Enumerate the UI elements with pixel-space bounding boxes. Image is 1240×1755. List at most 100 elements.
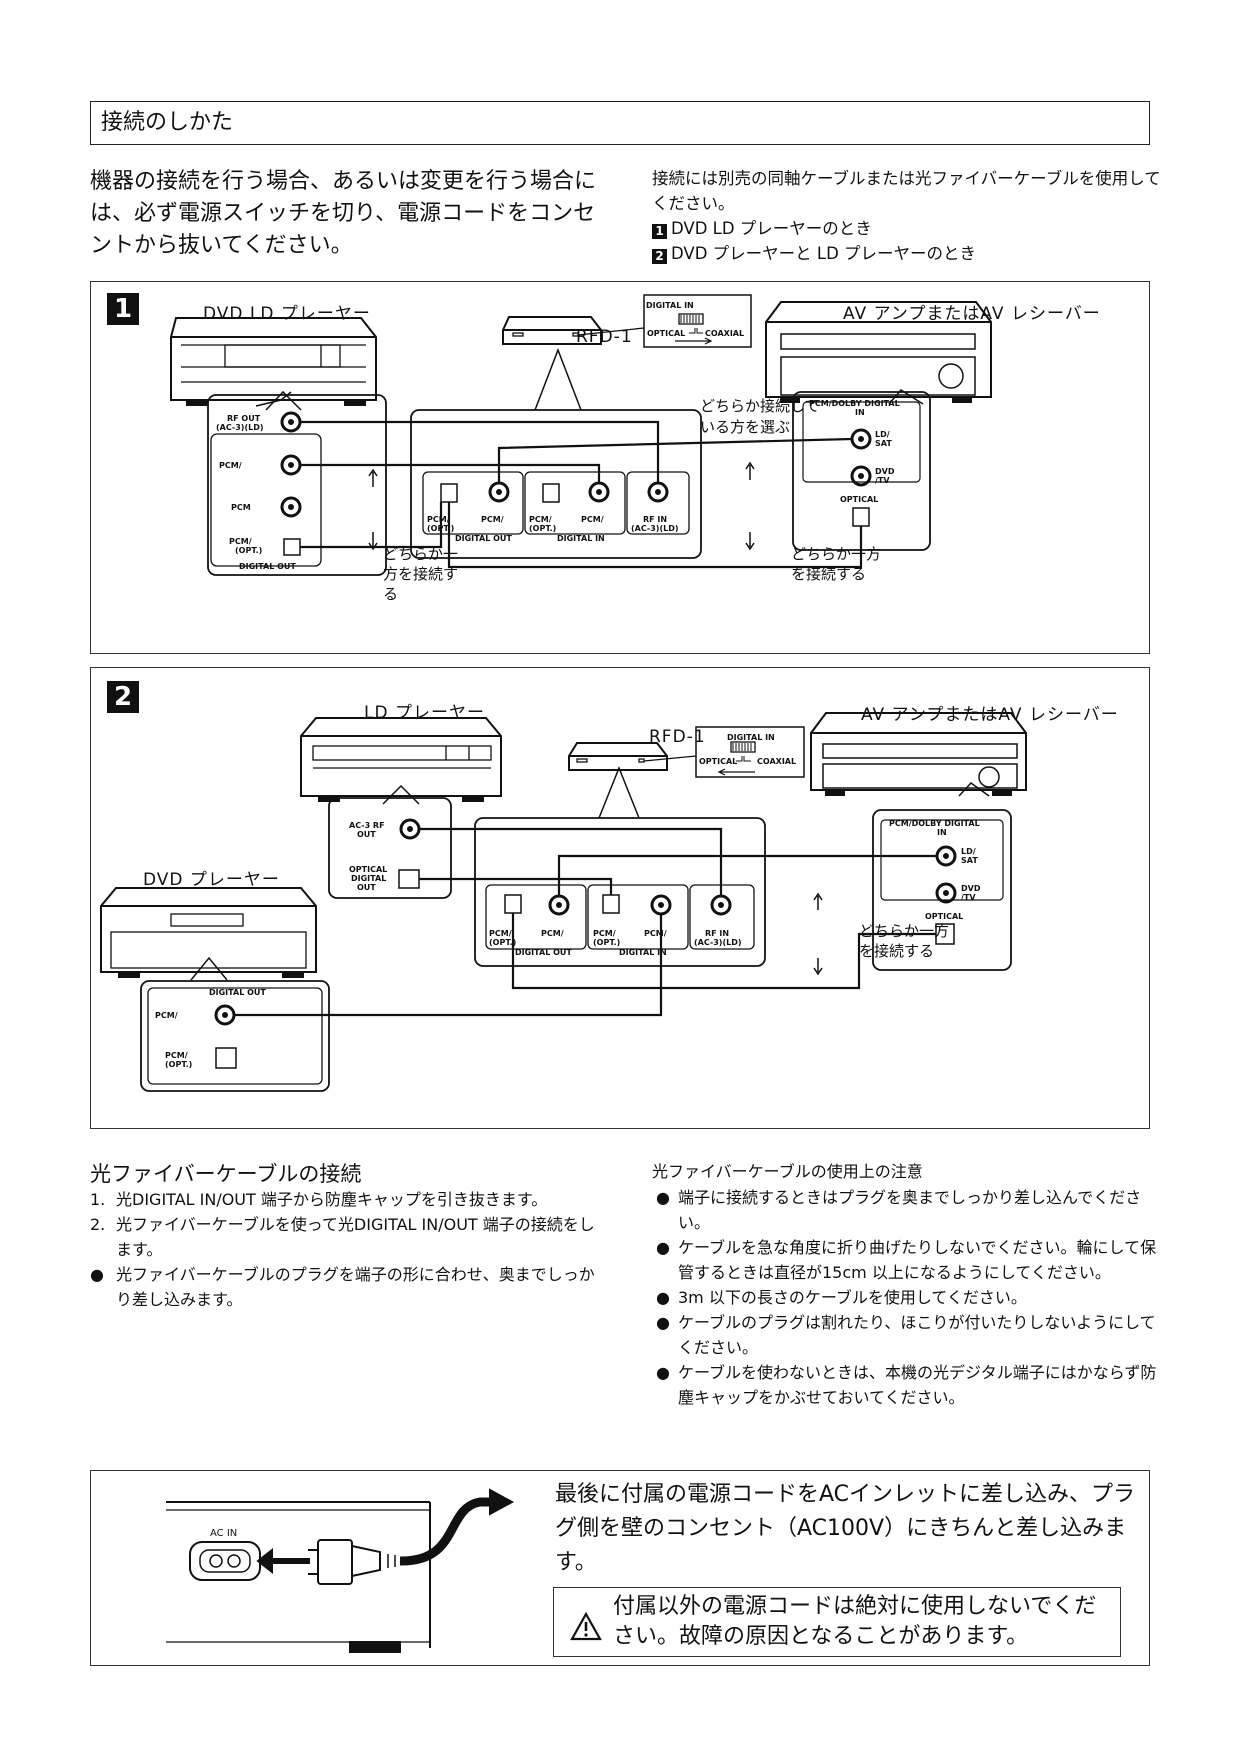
bullet-icon: ●	[656, 1313, 670, 1332]
d2-amp-optical: OPTICAL	[925, 912, 963, 921]
diagram-1-switch-box	[643, 294, 752, 348]
rfd-1-unit-icon	[502, 316, 645, 345]
intro-item-2-text: DVD プレーヤーと LD プレーヤーのとき	[671, 244, 977, 263]
rfd-in-optical-jack	[542, 483, 560, 503]
bullet-icon: ●	[656, 1288, 670, 1307]
d1-rfd-rf-in: RF IN	[643, 515, 667, 524]
d1-player-digital-out: DIGITAL OUT	[239, 562, 296, 571]
intro-item-1-text: DVD LD プレーヤーのとき	[671, 219, 872, 238]
d1-player-pcm-opt-sub: (OPT.)	[235, 546, 262, 555]
intro-cables-line: 接続には別売の同軸ケーブルまたは光ファイバーケーブルを使用してください。	[652, 169, 1161, 213]
diagram-1-amp-label: AV アンプまたはAV レシーバー	[843, 304, 1101, 324]
d2-ld-ac3: AC-3 RF	[349, 821, 385, 830]
diagram-1-number: 1	[107, 293, 139, 325]
intro-warning: 機器の接続を行う場合、あるいは変更を行う場合には、必ず電源スイッチを切り、電源コ…	[90, 169, 597, 258]
dvd-player-icon	[100, 887, 317, 978]
amp-dvd-tv-jack	[850, 465, 872, 487]
d1-rfd-out-opt-sub: (OPT.)	[427, 524, 454, 533]
d2-dvd-pcm-opt: PCM/	[165, 1051, 188, 1060]
d1-amp-pcm-dolby: PCM/DOLBY DIGITAL	[809, 399, 900, 408]
d2-rfd-digital-in: DIGITAL IN	[619, 948, 667, 957]
amp2-dvd-tv-jack	[935, 882, 957, 904]
d1-rfd-out-opt: PCM/	[427, 515, 450, 524]
bullet-icon: ●	[656, 1238, 670, 1257]
d2-ld-optical: OPTICAL	[349, 865, 387, 874]
step-text-2: 光ファイバーケーブルを使って光DIGITAL IN/OUT 端子の接続をします。	[116, 1215, 595, 1259]
diagram-2-number: 2	[107, 681, 139, 713]
care-item-3: ● 3m 以下の長さのケーブルを使用してください。	[652, 1285, 1162, 1310]
d1-amp-dvd-tv-sub: /TV	[875, 476, 890, 485]
d2-rfd-out-opt-sub: (OPT.)	[489, 938, 516, 947]
diagram-2: 2 LD プレーヤー DVD プレーヤー RFD-1 AV アンプまたはAV レ…	[90, 667, 1150, 1129]
cable2-coax-dvd	[234, 914, 663, 1017]
d2-switch-digital-in: DIGITAL IN	[727, 733, 775, 742]
d2-amp-pcm-dolby-sub: IN	[937, 828, 947, 837]
d1-switch-coaxial: COAXIAL	[705, 329, 744, 338]
player-pcm-jack	[280, 496, 302, 518]
dvd-ld-player-icon	[170, 317, 377, 406]
ld-rear-panel	[328, 797, 452, 899]
d1-player-rf-out-sub: (AC-3)(LD)	[216, 423, 264, 432]
amp-rear-panel-2	[872, 809, 1012, 971]
intro-item-2: 2 DVD プレーヤーと LD プレーヤーのとき	[652, 241, 1172, 266]
badge-2: 2	[652, 249, 667, 264]
d2-amp-ld-sat-sub: SAT	[961, 856, 978, 865]
care-item-5: ●ケーブルを使わないときは、本機の光デジタル端子にはかならず防塵キャップをかぶせ…	[652, 1360, 1162, 1410]
diagram-2-switch-box	[695, 726, 805, 778]
d1-switch-optical: OPTICAL	[647, 329, 685, 338]
diagram-1-drawing: DIGITAL IN OPTICAL COAXIAL RF OUT (AC-3)…	[170, 294, 992, 576]
rfd2-in-optical-jack	[602, 894, 620, 914]
badge-1: 1	[652, 224, 667, 239]
power-plug-icon	[317, 1539, 353, 1585]
d2-amp-ld-sat: LD/	[961, 847, 976, 856]
bullet-icon: ●	[656, 1188, 670, 1207]
d2-rfd-out-pcm: PCM/	[541, 929, 564, 938]
cable-coax-amp	[497, 437, 853, 483]
d1-rfd-out-pcm: PCM/	[481, 515, 504, 524]
d2-amp-dvd-tv: DVD	[961, 884, 981, 893]
dvd-rear-panel	[140, 980, 330, 1092]
d1-player-pcm-opt: PCM/	[229, 537, 252, 546]
d1-amp-ld-sat: LD/	[875, 430, 890, 439]
diagram-2-rfd-label: RFD-1	[649, 727, 706, 747]
rfd-rear-panel-2	[474, 817, 766, 967]
d2-rfd-out-opt: PCM/	[489, 929, 512, 938]
rfd-1-unit-icon-2	[568, 742, 697, 771]
optical-step-1: 1.光DIGITAL IN/OUT 端子から防塵キャップを引き抜きます。	[90, 1187, 600, 1212]
optical-steps-list: 1.光DIGITAL IN/OUT 端子から防塵キャップを引き抜きます。 2. 光…	[90, 1187, 600, 1312]
section-title: 接続のしかた	[90, 101, 1150, 145]
d2-rfd-rf-in-sub: (AC-3)(LD)	[694, 938, 742, 947]
amp2-optical-jack	[935, 923, 955, 945]
d1-amp-optical: OPTICAL	[840, 495, 878, 504]
d2-rfd-digital-out: DIGITAL OUT	[515, 948, 572, 957]
power-warning-box	[553, 1587, 1121, 1657]
rfd2-out-optical-jack	[504, 894, 522, 914]
d2-dvd-pcm: PCM/	[155, 1011, 178, 1020]
step-text-3: 光ファイバーケーブルのプラグを端子の形に合わせ、奥までしっかり差し込みます。	[116, 1265, 595, 1309]
care-text-3: 3m 以下の長さのケーブルを使用してください。	[678, 1288, 1027, 1307]
power-instruction: 最後に付属の電源コードをACインレットに差し込み、プラグ側を壁のコンセント（AC…	[555, 1482, 1136, 1575]
d2-amp-pcm-dolby: PCM/DOLBY DIGITAL	[889, 819, 980, 828]
care-text-1: 端子に接続するときはプラグを奥までしっかり差し込んでください。	[678, 1188, 1142, 1232]
step-marker-2: 2.	[90, 1215, 106, 1234]
diagram-2-drawing: DIGITAL IN OPTICAL COAXIAL AC-3 RF OUT O…	[100, 712, 1027, 1092]
d2-amp-dvd-tv-sub: /TV	[961, 893, 976, 902]
optical-step-3: ●光ファイバーケーブルのプラグを端子の形に合わせ、奥までしっかり差し込みます。	[90, 1262, 600, 1312]
dvd-ld-rear-panel	[207, 394, 387, 576]
d2-ld-ac3-sub: OUT	[357, 830, 376, 839]
d2-dvd-pcm-opt-sub: (OPT.)	[165, 1060, 192, 1069]
d1-rfd-in-pcm: PCM/	[581, 515, 604, 524]
warning-triangle-icon	[570, 1612, 602, 1641]
d1-rfd-in-opt: PCM/	[529, 515, 552, 524]
d1-player-pcm-dd: PCM/	[219, 461, 242, 470]
cable2-rf	[419, 827, 723, 896]
d1-player-pcm: PCM	[231, 503, 251, 512]
bullet-icon: ●	[656, 1363, 670, 1382]
cable-coax-player	[300, 463, 601, 483]
av-amp-icon	[765, 301, 992, 403]
diagram-1-rfd-label: RFD-1	[576, 327, 633, 347]
rfd-rear-panel	[410, 409, 702, 559]
diagram-2-right-note: どちらか一方を接続する	[859, 922, 950, 960]
d1-rfd-digital-out: DIGITAL OUT	[455, 534, 512, 543]
